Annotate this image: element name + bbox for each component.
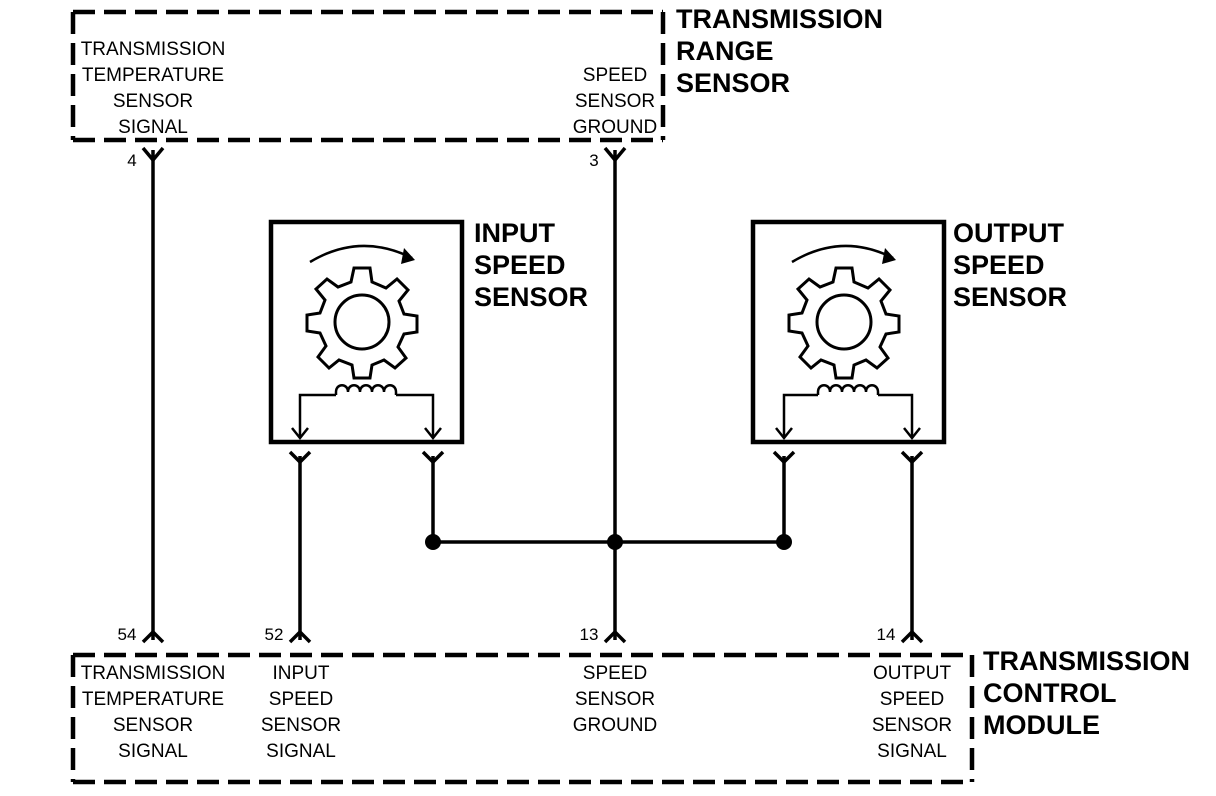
tcm-title-2: CONTROL bbox=[983, 678, 1116, 708]
range-temp-label-3: SENSOR bbox=[113, 91, 193, 112]
tcm-title-3: MODULE bbox=[983, 710, 1100, 740]
tcm-temp-label-2: TEMPERATURE bbox=[82, 689, 224, 710]
pin-3: 3 bbox=[589, 151, 598, 170]
range-sensor-title-2: RANGE bbox=[676, 36, 774, 66]
tcm-title-1: TRANSMISSION bbox=[983, 646, 1190, 676]
tcm-input-label-2: SPEED bbox=[269, 689, 333, 710]
range-sensor-title-3: SENSOR bbox=[676, 68, 790, 98]
transmission-control-module: TRANSMISSION CONTROL MODULE TRANSMISSION… bbox=[70, 646, 1190, 785]
output-sensor-title-3: SENSOR bbox=[953, 282, 1067, 312]
output-sensor-title-2: SPEED bbox=[953, 250, 1045, 280]
wires bbox=[151, 150, 914, 640]
tcm-temp-label-4: SIGNAL bbox=[118, 741, 188, 762]
connectors bbox=[141, 146, 924, 644]
output-sensor-title-1: OUTPUT bbox=[953, 218, 1065, 248]
splice-dot bbox=[607, 534, 623, 550]
input-sensor-title-2: SPEED bbox=[474, 250, 566, 280]
tcm-output-label-2: SPEED bbox=[880, 689, 944, 710]
gear-icon bbox=[305, 266, 419, 380]
tcm-output-label-1: OUTPUT bbox=[873, 663, 952, 684]
tcm-temp-label-1: TRANSMISSION bbox=[81, 663, 226, 684]
tcm-input-label-1: INPUT bbox=[273, 663, 330, 684]
tcm-output-label-3: SENSOR bbox=[872, 715, 952, 736]
range-sensor-title-1: TRANSMISSION bbox=[676, 4, 883, 34]
input-speed-sensor: INPUT SPEED SENSOR bbox=[268, 218, 588, 445]
input-sensor-title-1: INPUT bbox=[474, 218, 556, 248]
tcm-input-label-3: SENSOR bbox=[261, 715, 341, 736]
range-temp-label-2: TEMPERATURE bbox=[82, 65, 224, 86]
pin-52: 52 bbox=[265, 625, 284, 644]
pin-54: 54 bbox=[118, 625, 137, 644]
range-temp-label-4: SIGNAL bbox=[118, 117, 188, 138]
rotation-arrow-icon bbox=[791, 244, 894, 264]
coil-icon bbox=[334, 384, 398, 395]
tcm-ground-label-2: SENSOR bbox=[575, 689, 655, 710]
pin-14: 14 bbox=[877, 625, 896, 644]
transmission-range-sensor: TRANSMISSION RANGE SENSOR TRANSMISSION T… bbox=[70, 4, 883, 143]
tcm-temp-label-3: SENSOR bbox=[113, 715, 193, 736]
splice-dot bbox=[425, 534, 441, 550]
splice-dot bbox=[776, 534, 792, 550]
pin-4: 4 bbox=[127, 151, 136, 170]
gear-icon bbox=[787, 266, 901, 380]
rotation-arrow-icon bbox=[309, 244, 413, 264]
tcm-input-label-4: SIGNAL bbox=[266, 741, 336, 762]
output-speed-sensor: OUTPUT SPEED SENSOR bbox=[750, 218, 1067, 445]
tcm-ground-label-3: GROUND bbox=[573, 715, 657, 736]
input-sensor-title-3: SENSOR bbox=[474, 282, 588, 312]
range-ground-label-3: GROUND bbox=[573, 117, 657, 138]
tcm-output-label-4: SIGNAL bbox=[877, 741, 947, 762]
pin-13: 13 bbox=[580, 625, 599, 644]
range-ground-label-1: SPEED bbox=[583, 65, 647, 86]
coil-icon bbox=[816, 384, 880, 395]
tcm-ground-label-1: SPEED bbox=[583, 663, 647, 684]
range-ground-label-2: SENSOR bbox=[575, 91, 655, 112]
range-temp-label-1: TRANSMISSION bbox=[81, 39, 226, 60]
